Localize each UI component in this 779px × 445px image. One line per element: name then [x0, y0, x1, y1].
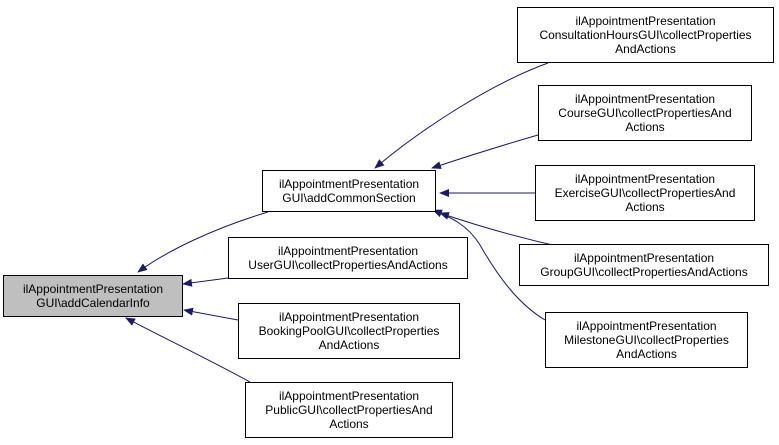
node-line: AndActions	[616, 347, 677, 361]
edge-milestone-gui-to-common-section	[432, 209, 546, 321]
node-line: ilAppointmentPresentation	[22, 282, 164, 296]
node-line: Actions	[625, 120, 665, 134]
node-line: ilAppointmentPresentation	[278, 389, 420, 403]
node-line: Actions	[329, 417, 369, 431]
node-line: ilAppointmentPresentation	[574, 172, 716, 186]
node-line: BookingPoolGUI\collectProperties	[258, 324, 440, 338]
edge-common-section-to-calendar-info	[137, 211, 269, 273]
node-line: ilAppointmentPresentation	[573, 251, 715, 265]
node-milestone-gui[interactable]: ilAppointmentPresentation MilestoneGUI\c…	[545, 312, 748, 368]
node-group-gui[interactable]: ilAppointmentPresentation GroupGUI\colle…	[519, 244, 769, 286]
edge-booking-pool-gui-to-calendar-info	[183, 307, 239, 321]
node-line: ExerciseGUI\collectPropertiesAnd	[554, 186, 736, 200]
node-public-gui[interactable]: ilAppointmentPresentation PublicGUI\coll…	[245, 382, 453, 438]
node-line: GUI\addCommonSection	[282, 191, 416, 205]
node-line: AndActions	[615, 42, 676, 56]
node-line: ConsultationHoursGUI\collectProperties	[539, 28, 752, 42]
node-user-gui[interactable]: ilAppointmentPresentation UserGUI\collec…	[228, 237, 468, 279]
node-course-gui[interactable]: ilAppointmentPresentation CourseGUI\coll…	[538, 85, 752, 141]
node-booking-pool-gui[interactable]: ilAppointmentPresentation BookingPoolGUI…	[238, 303, 460, 359]
edge-course-gui-to-common-section	[431, 134, 539, 169]
edge-public-gui-to-calendar-info	[125, 317, 251, 383]
node-add-common-section[interactable]: ilAppointmentPresentation GUI\addCommonS…	[262, 170, 436, 212]
node-line: MilestoneGUI\collectProperties	[564, 333, 729, 347]
node-line: PublicGUI\collectPropertiesAnd	[265, 403, 433, 417]
node-line: ilAppointmentPresentation	[574, 92, 716, 106]
node-line: CourseGUI\collectPropertiesAnd	[558, 106, 732, 120]
node-line: Actions	[625, 200, 665, 214]
node-line: ilAppointmentPresentation	[278, 177, 420, 191]
node-line: AndActions	[318, 338, 380, 352]
node-line: UserGUI\collectPropertiesAndActions	[248, 258, 448, 272]
edge-user-gui-to-calendar-info	[182, 277, 229, 287]
node-line: ilAppointmentPresentation	[575, 14, 716, 28]
node-add-calendar-info[interactable]: ilAppointmentPresentation GUI\addCalenda…	[3, 275, 183, 317]
node-line: ilAppointmentPresentation	[277, 244, 419, 258]
node-consultation-hours-gui[interactable]: ilAppointmentPresentation ConsultationHo…	[517, 7, 774, 63]
node-line: ilAppointmentPresentation	[278, 310, 420, 324]
node-line: GUI\addCalendarInfo	[36, 296, 150, 310]
node-line: ilAppointmentPresentation	[576, 319, 717, 333]
node-line: GroupGUI\collectPropertiesAndActions	[540, 265, 748, 279]
node-exercise-gui[interactable]: ilAppointmentPresentation ExerciseGUI\co…	[535, 165, 755, 221]
edge-consultation-hours-to-common-section	[374, 62, 549, 169]
